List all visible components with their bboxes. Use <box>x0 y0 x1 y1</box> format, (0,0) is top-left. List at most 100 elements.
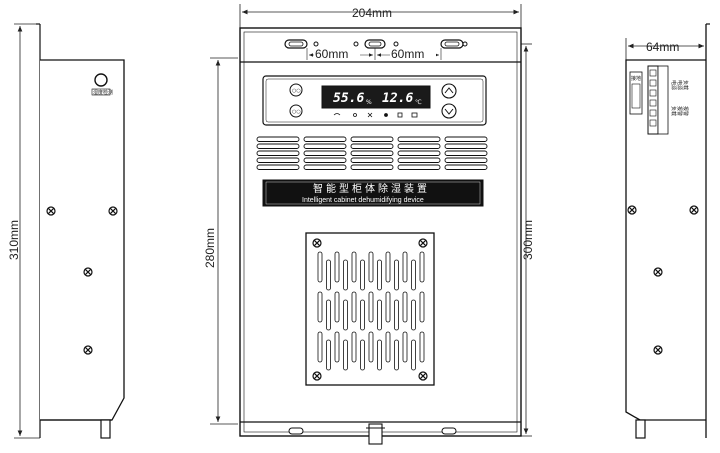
fan-slot <box>368 291 374 323</box>
fan-slot <box>411 299 416 331</box>
panel-button-top-left[interactable] <box>289 83 303 97</box>
fan-slot <box>343 299 348 331</box>
terminal-screw <box>649 69 657 77</box>
sensor-label: 湿度检测 <box>93 89 113 96</box>
vent-grille <box>256 136 488 170</box>
fan-slot <box>351 291 357 323</box>
left-side-view: 310mm 湿度检测 <box>7 23 125 439</box>
indicator-icons <box>333 112 418 118</box>
svg-text:接地: 接地 <box>631 75 641 82</box>
fan-slot <box>385 331 391 363</box>
fan-slot <box>411 339 416 371</box>
temperature-readout: 12.6 <box>382 91 413 106</box>
drain-nozzle <box>100 419 111 439</box>
fan-slot <box>343 259 348 291</box>
up-button[interactable] <box>441 83 457 99</box>
fan-slot <box>334 251 340 283</box>
screw-icon <box>418 371 428 381</box>
terminal-screw <box>649 119 657 127</box>
vent-slot <box>444 164 488 170</box>
fan-slot <box>360 299 365 331</box>
temperature-unit: ℃ <box>415 99 422 106</box>
right-side-view: 64mm 接地 电源电源负载负载报警报警 <box>625 23 710 439</box>
screw-icon <box>312 238 322 248</box>
drain-outlet <box>368 423 383 445</box>
panel-button-bottom-left[interactable] <box>289 104 303 118</box>
humidity-readout: 55.6 <box>333 91 364 106</box>
fan-slot <box>351 251 357 283</box>
fan-slot <box>326 259 331 291</box>
drain-nozzle <box>635 419 646 439</box>
vent-slot <box>397 157 441 163</box>
fan-slot <box>326 339 331 371</box>
screw-icon <box>653 267 663 277</box>
fan-slot <box>343 339 348 371</box>
vent-slot <box>397 150 441 156</box>
vent-slot <box>303 164 347 170</box>
terminal-screw <box>649 99 657 107</box>
down-arrow-icon <box>444 108 454 115</box>
vent-slot <box>256 136 300 142</box>
fan-slot <box>394 259 399 291</box>
fan-slot <box>334 291 340 323</box>
mount-slot <box>440 39 464 49</box>
dimension-label-60-left: 60mm <box>315 47 348 61</box>
humidity-unit: % <box>366 99 372 106</box>
terminal-label: 负载 <box>682 80 689 90</box>
fan-slot <box>368 331 374 363</box>
lcd-display <box>321 85 431 109</box>
vent-slot <box>256 143 300 149</box>
vent-slot <box>350 150 394 156</box>
down-button[interactable] <box>441 103 457 119</box>
fan-slot <box>317 251 323 283</box>
vent-slot <box>256 150 300 156</box>
fan-slot <box>317 291 323 323</box>
terminal-label: 报警 <box>676 106 683 116</box>
terminal-label: 电源 <box>670 80 677 90</box>
screw-icon <box>83 267 93 277</box>
fan-slot <box>334 331 340 363</box>
vent-slot <box>444 136 488 142</box>
svg-text:○○: ○○ <box>292 88 301 94</box>
dimension-label-204: 204mm <box>352 6 392 20</box>
dimension-label-310: 310mm <box>7 220 21 260</box>
screw-icon <box>312 371 322 381</box>
fan-slot <box>419 251 425 283</box>
terminal-screw <box>649 79 657 87</box>
fan-slot <box>394 339 399 371</box>
fan-slot <box>419 291 425 323</box>
terminal-block: 接地 电源电源负载负载报警报警 <box>629 65 689 135</box>
dimension-label-300: 300mm <box>521 220 535 260</box>
right-body-outline <box>625 24 707 438</box>
fan-slot <box>360 259 365 291</box>
fan-slots <box>317 251 425 371</box>
nameplate-chinese: 智能型柜体除湿装置 <box>313 182 430 195</box>
fan-slot <box>377 339 382 371</box>
vent-slot <box>397 136 441 142</box>
screw-icon <box>689 205 699 215</box>
nameplate <box>262 179 484 207</box>
up-arrow-icon <box>444 87 454 94</box>
vent-slot <box>350 143 394 149</box>
side-body-outline <box>40 59 125 421</box>
bottom-slot <box>441 427 457 435</box>
vent-slot <box>303 150 347 156</box>
fan-slot <box>402 331 408 363</box>
svg-text:○○: ○○ <box>292 109 301 115</box>
fan-slot <box>402 251 408 283</box>
fan-slot <box>326 299 331 331</box>
fan-slot <box>360 339 365 371</box>
vent-slot <box>350 136 394 142</box>
fan-slot <box>317 331 323 363</box>
vent-slot <box>350 164 394 170</box>
fan-slot <box>411 259 416 291</box>
vent-slot <box>303 136 347 142</box>
mount-slot <box>284 39 308 49</box>
fan-slot <box>377 299 382 331</box>
vent-slot <box>350 157 394 163</box>
terminal-label: 电源 <box>676 80 683 90</box>
nameplate-english: Intelligent cabinet dehumidifying device <box>302 197 424 204</box>
screw-icon <box>418 238 428 248</box>
terminal-label: 报警 <box>682 106 689 116</box>
terminal-screw <box>649 109 657 117</box>
